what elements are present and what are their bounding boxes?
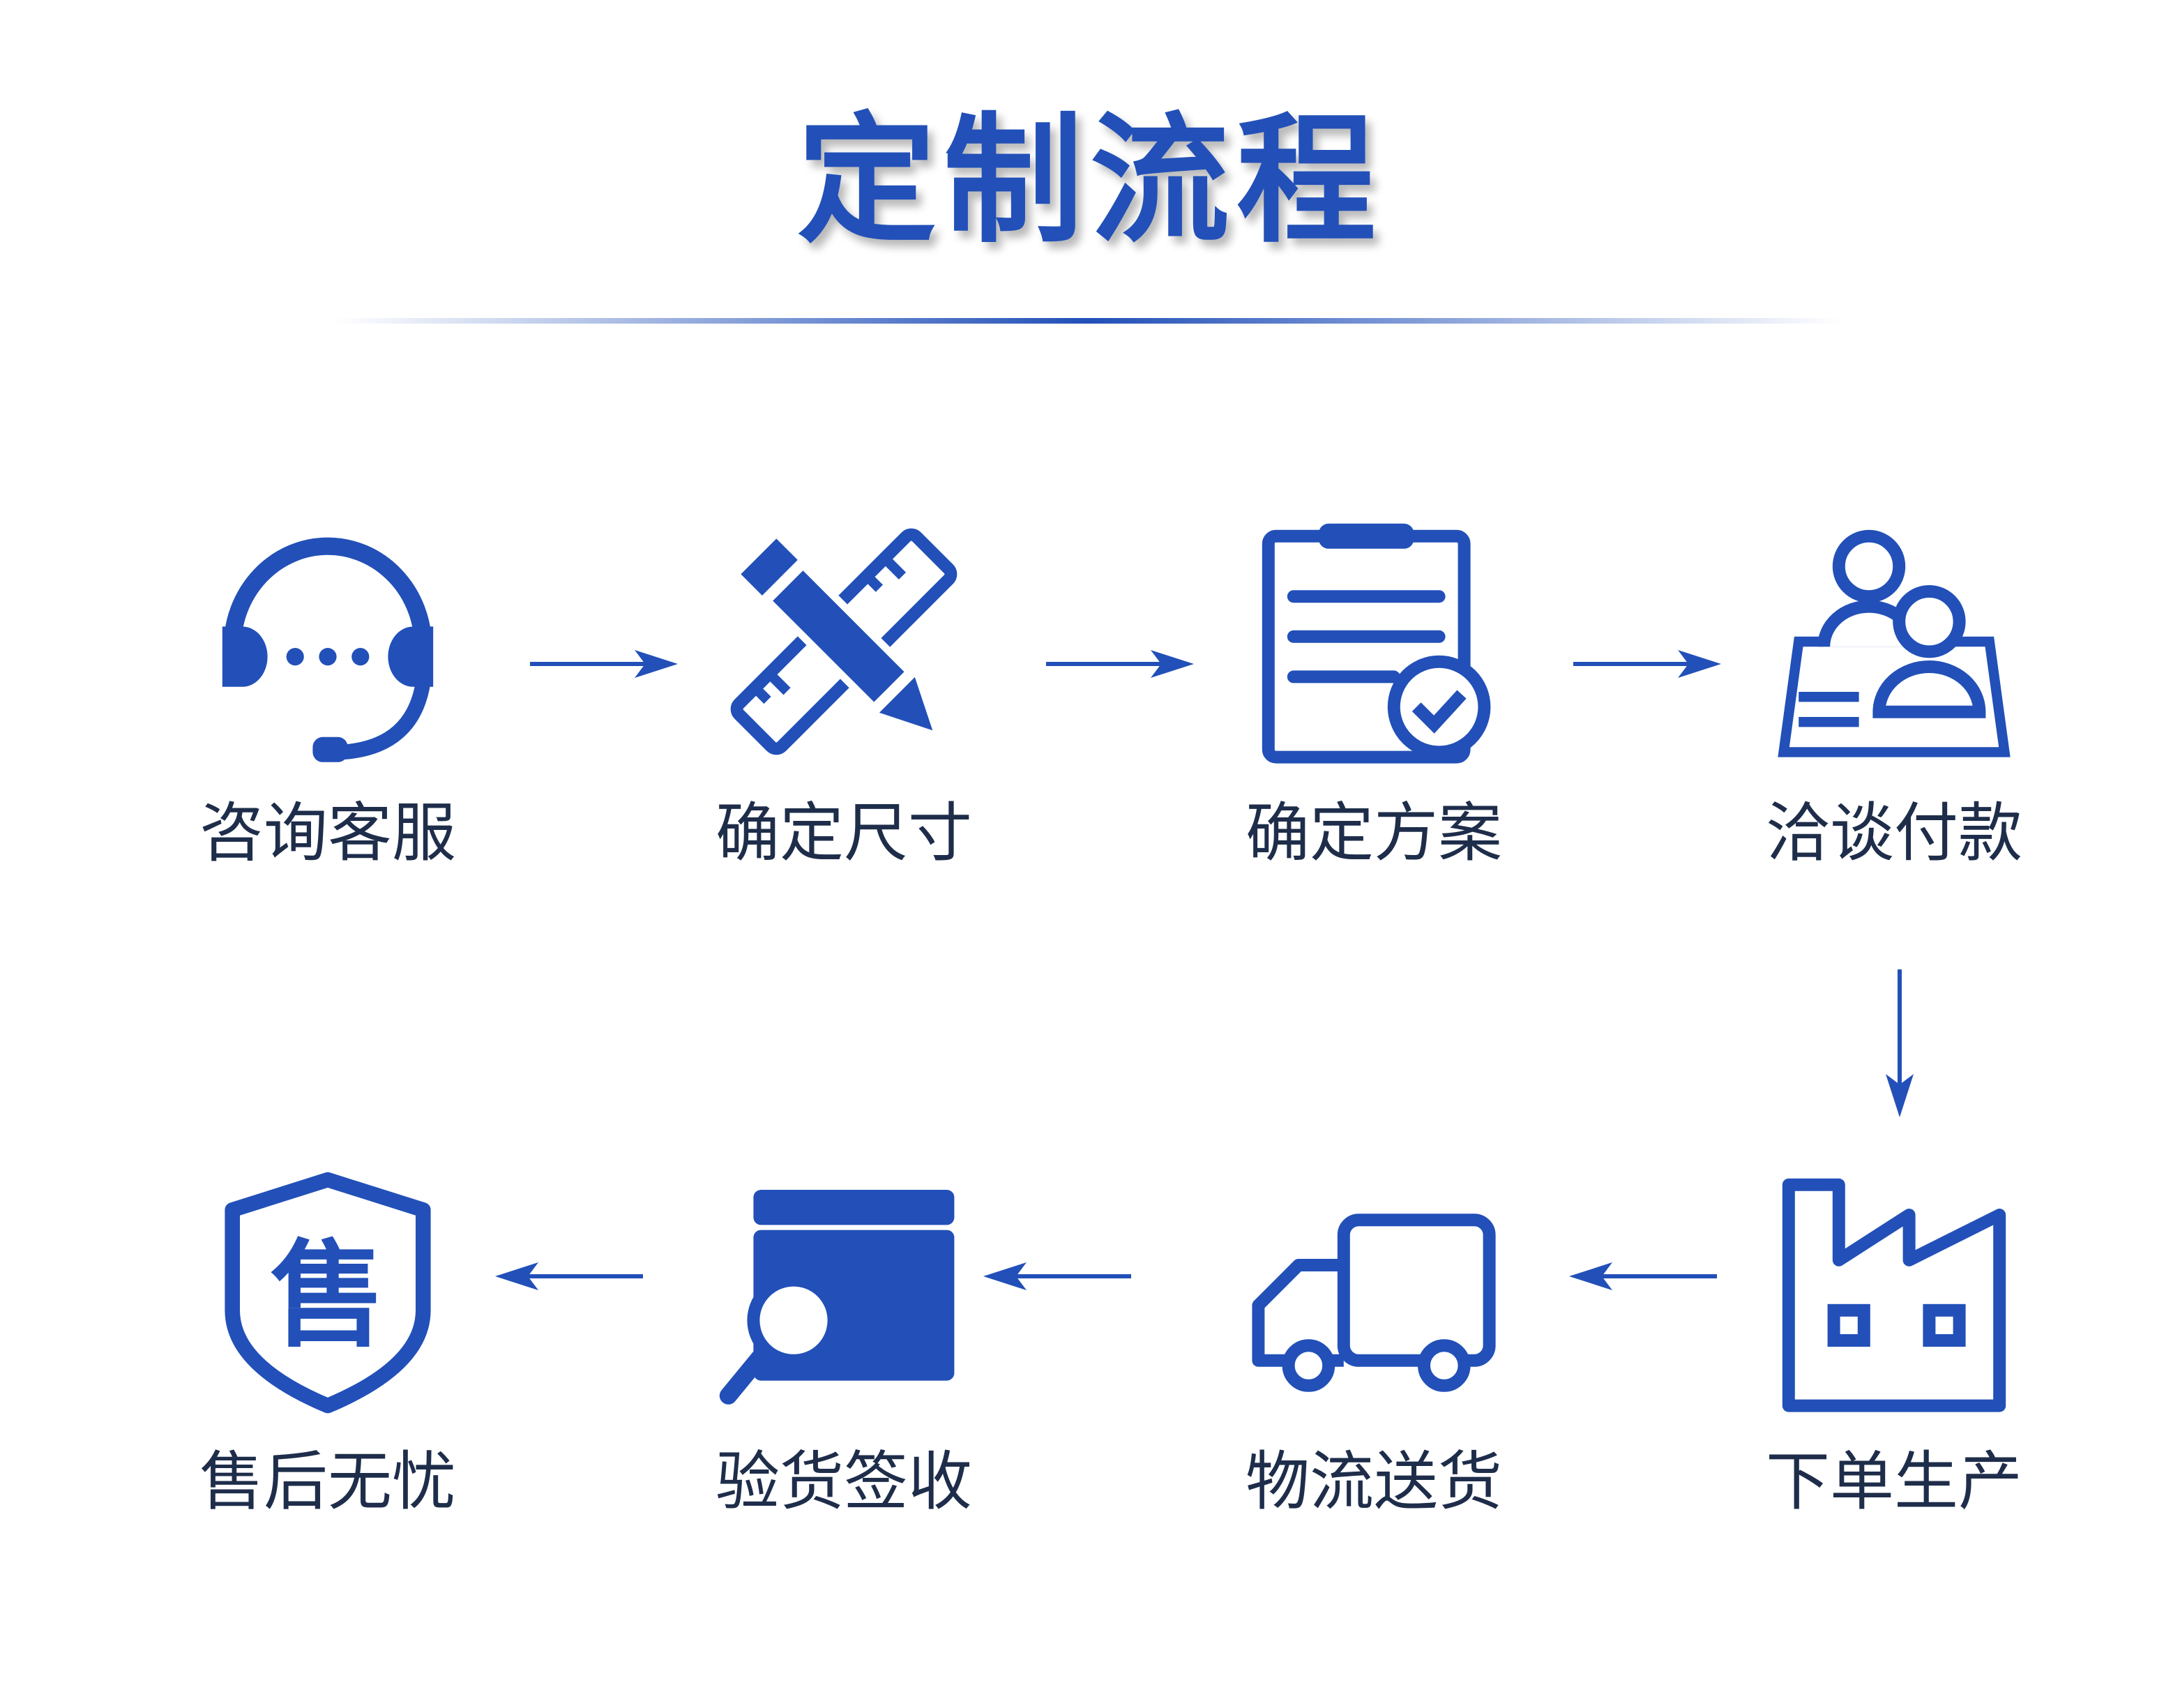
step-label: 售后无忧 — [199, 1444, 456, 1519]
truck-icon — [1252, 1214, 1496, 1392]
arrow-left-icon — [495, 1262, 643, 1290]
ruler-pencil-icon — [730, 528, 957, 755]
arrow-right-icon — [530, 650, 678, 678]
step-label: 咨询客服 — [199, 796, 456, 870]
step-payment: 洽谈付款 — [1727, 516, 2061, 872]
step-label: 物流送货 — [1245, 1444, 1502, 1519]
step-consult: 咨询客服 — [160, 516, 495, 872]
step-after-sales: 售 售后无忧 — [160, 1165, 495, 1520]
headset-icon — [222, 537, 434, 762]
box-search-icon — [719, 1190, 955, 1405]
page-title: 定制流程 — [796, 100, 1383, 262]
step-size: 确定尺寸 — [676, 516, 1011, 872]
shield-char: 售 — [270, 1229, 386, 1363]
arrow-left-icon — [983, 1262, 1131, 1290]
after-sales-shield-icon: 售 — [225, 1172, 431, 1414]
arrow-left-icon — [1569, 1262, 1717, 1290]
step-plan: 确定方案 — [1206, 516, 1541, 872]
step-label: 确定方案 — [1245, 796, 1502, 870]
step-label: 洽谈付款 — [1765, 796, 2022, 870]
clipboard-check-icon — [1262, 523, 1491, 764]
arrow-right-icon — [1046, 650, 1194, 678]
factory-icon — [1782, 1178, 2006, 1412]
step-inspection: 验货签收 — [676, 1165, 1011, 1520]
arrow-right-icon — [1573, 650, 1721, 678]
people-meeting-icon — [1778, 529, 2011, 757]
step-delivery: 物流送货 — [1206, 1165, 1541, 1520]
step-label: 下单生产 — [1765, 1444, 2022, 1519]
title-divider — [335, 318, 1841, 324]
step-label: 确定尺寸 — [715, 796, 972, 870]
arrow-down-icon — [1886, 969, 1914, 1117]
step-production: 下单生产 — [1727, 1165, 2061, 1520]
step-label: 验货签收 — [715, 1444, 972, 1519]
